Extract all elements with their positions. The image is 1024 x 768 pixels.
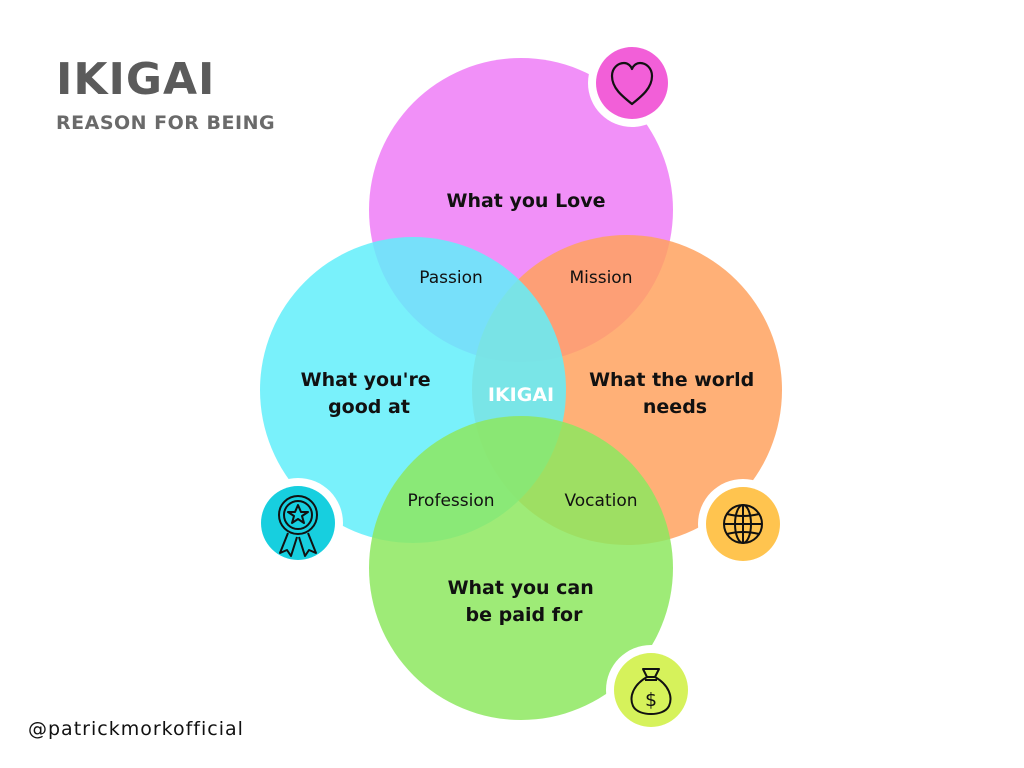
circle-paid bbox=[369, 416, 673, 720]
label-paid-line-2: be paid for bbox=[466, 604, 584, 626]
heart-icon bbox=[610, 61, 654, 106]
badge-paid: $ bbox=[606, 645, 696, 735]
label-profession: Profession bbox=[407, 491, 494, 511]
badge-love bbox=[588, 39, 676, 127]
label-world: What the world needs bbox=[589, 369, 761, 418]
money-bag-icon: $ bbox=[630, 668, 672, 715]
label-good-line-1: What you're bbox=[301, 369, 431, 391]
page-title: IKIGAI bbox=[56, 54, 216, 105]
label-good-line-2: good at bbox=[328, 396, 410, 418]
label-world-line-2: needs bbox=[643, 396, 707, 418]
label-passion: Passion bbox=[419, 268, 483, 288]
author-handle: @patrickmorkofficial bbox=[28, 718, 244, 740]
globe-icon bbox=[723, 504, 763, 544]
label-paid: What you can be paid for bbox=[448, 577, 601, 626]
badge-paid-bg bbox=[614, 653, 688, 727]
label-mission: Mission bbox=[569, 268, 632, 288]
award-ribbon-icon bbox=[278, 495, 318, 557]
venn-circles bbox=[260, 58, 782, 720]
label-ikigai-center: IKIGAI bbox=[488, 384, 554, 406]
label-love: What you Love bbox=[446, 190, 605, 212]
label-world-line-1: What the world bbox=[589, 369, 754, 391]
label-love-line-1: What you Love bbox=[446, 190, 605, 212]
svg-text:$: $ bbox=[645, 689, 657, 711]
page-subtitle: REASON FOR BEING bbox=[56, 112, 276, 134]
badge-world bbox=[698, 479, 788, 569]
label-good: What you're good at bbox=[301, 369, 438, 418]
label-vocation: Vocation bbox=[564, 491, 637, 511]
label-paid-line-1: What you can bbox=[448, 577, 594, 599]
badge-love-bg bbox=[596, 47, 668, 119]
badge-good-bg bbox=[261, 486, 335, 560]
badge-good bbox=[253, 478, 343, 568]
